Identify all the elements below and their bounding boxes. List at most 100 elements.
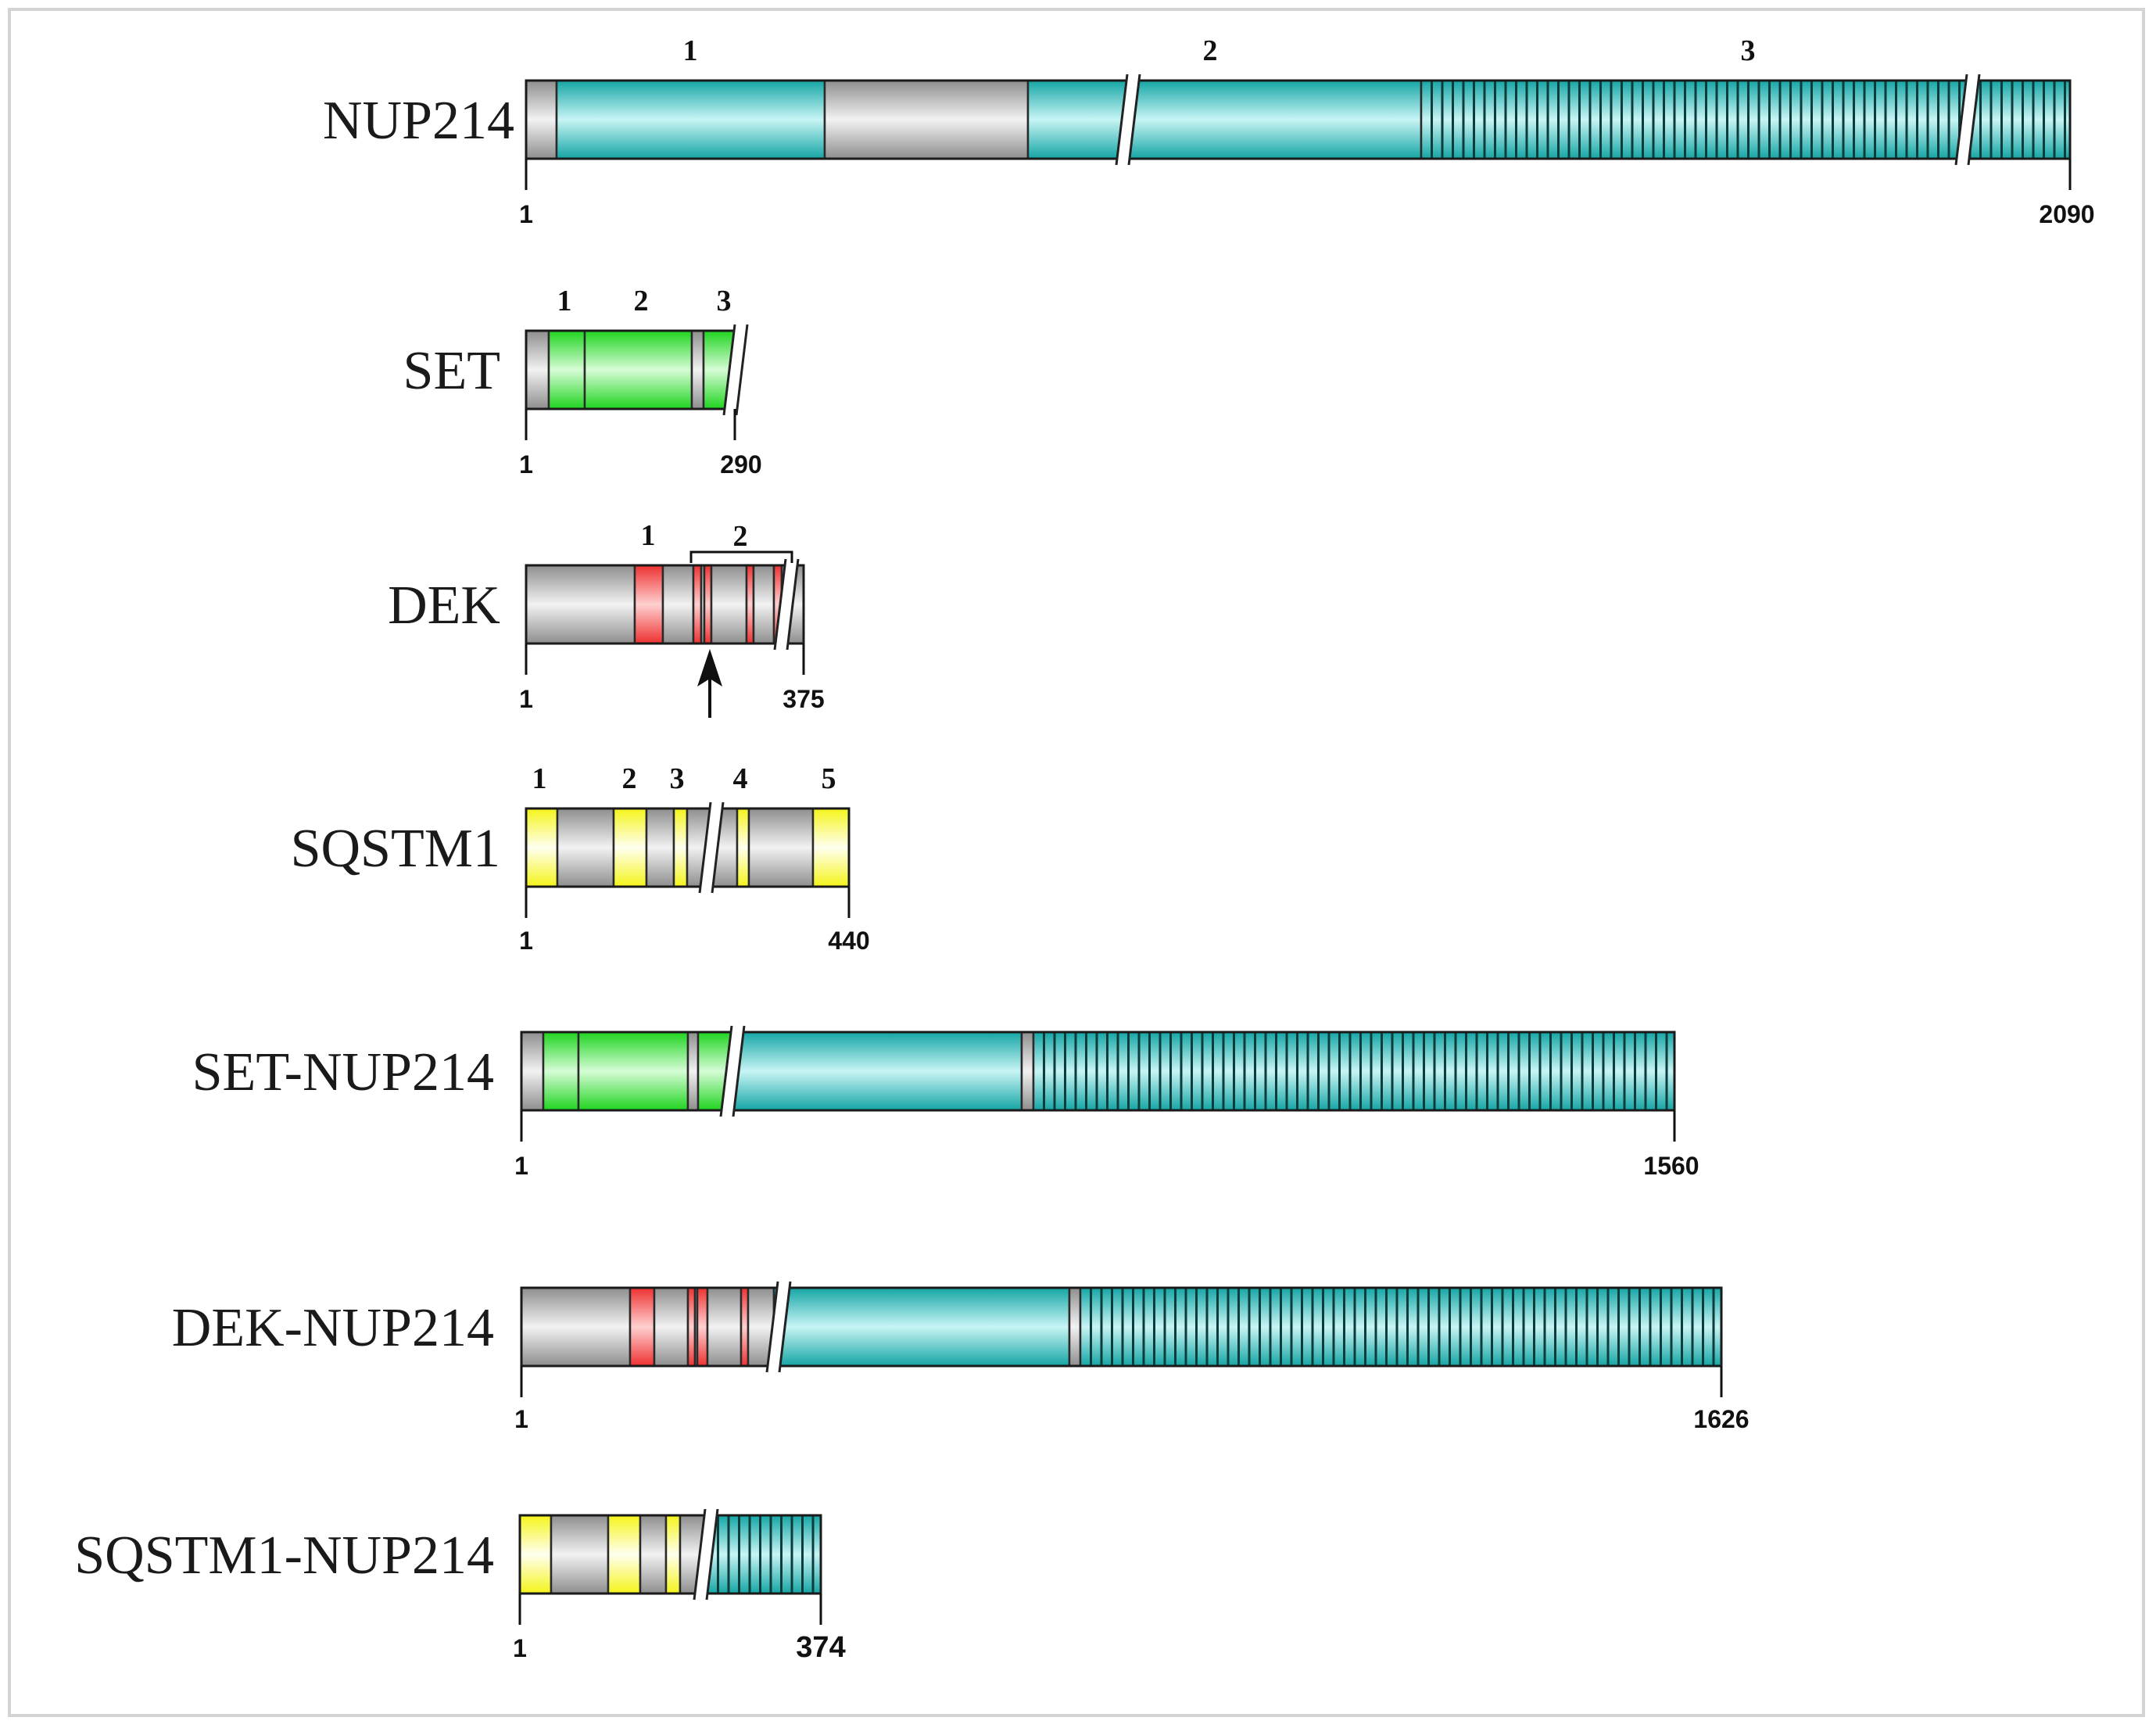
- domain-segment-gray: [747, 807, 815, 888]
- domain-number: 1: [641, 519, 656, 552]
- start-position-label: 1: [519, 685, 533, 713]
- domain-number: 3: [717, 285, 732, 317]
- protein-name: DEK-NUP214: [172, 1298, 494, 1358]
- domain-number: 2: [733, 520, 748, 553]
- domain-number: 5: [822, 762, 836, 795]
- end-position-label: 290: [720, 450, 761, 479]
- protein-bar-outline: [525, 807, 851, 888]
- domain-number: 4: [733, 762, 748, 795]
- protein-name: SET: [403, 341, 500, 401]
- protein-name: NUP214: [323, 91, 514, 151]
- protein-name: DEK: [388, 575, 500, 636]
- domain-segment-gray: [525, 79, 558, 160]
- domain-segment-teal: [772, 1286, 1071, 1368]
- end-position-label: 375: [783, 685, 824, 713]
- protein-bar-outline: [520, 1031, 1676, 1112]
- domain-number: 1: [683, 34, 698, 67]
- domain-segment-red: [633, 564, 664, 645]
- protein-bar-outline: [525, 79, 2072, 160]
- end-position-label: 1560: [1643, 1152, 1699, 1180]
- break-line: [735, 324, 749, 416]
- break-line: [719, 1025, 733, 1117]
- domain-segment-gray: [823, 79, 1030, 160]
- break-line: [1115, 73, 1129, 166]
- domain-segment-red: [629, 1286, 656, 1368]
- domain-segment-gray: [706, 1286, 743, 1368]
- protein-bar-outline: [520, 1286, 1723, 1368]
- domain-number: 1: [557, 285, 572, 317]
- break-line: [786, 558, 800, 651]
- sequence-break-mark: [1116, 74, 1140, 165]
- domain-segment-red: [703, 564, 713, 645]
- domain-segment-red: [686, 1286, 697, 1368]
- domain-segment-green: [547, 329, 586, 410]
- domain-segment-teal: [555, 79, 826, 160]
- domain-segment-gray: [645, 807, 675, 888]
- break-line: [732, 1025, 746, 1117]
- start-position-label: 1: [519, 200, 533, 228]
- protein-dek: DEK 1 2 1 375: [388, 519, 825, 718]
- protein-name: SQSTM1-NUP214: [74, 1525, 494, 1586]
- domain-number: 3: [1741, 34, 1756, 67]
- break-line: [711, 801, 725, 894]
- domain-segment-green: [542, 1031, 580, 1112]
- domain-segment-yellow: [607, 1514, 642, 1595]
- domain-segment-yellow: [811, 807, 851, 888]
- protein-bar-outline: [525, 564, 805, 645]
- break-line: [705, 1508, 719, 1601]
- domain-segment-yellow: [672, 807, 689, 888]
- domain-segment-gray: [525, 329, 550, 410]
- break-line: [1127, 73, 1141, 166]
- domain-segment-gray: [520, 1031, 545, 1112]
- domain-segment-teal-striped: [1032, 1031, 1676, 1112]
- sequence-break-mark: [767, 1282, 790, 1372]
- domain-number: 2: [634, 285, 649, 317]
- break-line: [698, 801, 712, 894]
- domain-number: 1: [532, 762, 547, 795]
- break-line: [778, 1281, 792, 1373]
- domain-segment-green: [577, 1031, 689, 1112]
- sequence-break-mark: [1956, 74, 1979, 165]
- domain-bracket: [689, 550, 793, 563]
- domain-segment-red: [696, 1286, 709, 1368]
- domain-segment-teal: [729, 1031, 1023, 1112]
- domain-segment-gray: [639, 1514, 668, 1595]
- start-position-label: 1: [514, 1152, 528, 1180]
- start-position-label: 1: [519, 927, 533, 955]
- domain-segment-red: [740, 1286, 750, 1368]
- domain-segment-gray: [690, 329, 705, 410]
- domain-segment-gray: [525, 564, 636, 645]
- domain-segment-gray: [752, 564, 775, 645]
- end-position-label: 2090: [2039, 200, 2094, 228]
- sequence-break-mark: [694, 1509, 718, 1600]
- domain-segment-teal-striped: [1079, 1286, 1723, 1368]
- domain-segment-gray: [661, 564, 695, 645]
- domain-number: 2: [1203, 34, 1218, 67]
- sequence-break-mark: [721, 1026, 744, 1117]
- end-position-label: 1626: [1693, 1405, 1749, 1433]
- sequence-break-mark: [775, 559, 798, 650]
- domain-segment-yellow: [736, 807, 750, 888]
- figure-frame: [8, 8, 2145, 1717]
- domain-segment-gray: [710, 564, 748, 645]
- sequence-break-mark: [700, 802, 723, 893]
- break-line: [773, 558, 787, 651]
- domain-segment-gray: [520, 1286, 632, 1368]
- domain-segment-gray: [653, 1286, 689, 1368]
- domain-segment-red: [692, 564, 703, 645]
- domain-segment-gray: [686, 1031, 700, 1112]
- break-line: [1967, 73, 1981, 166]
- domain-number: 2: [622, 762, 637, 795]
- domain-segment-gray: [1068, 1286, 1082, 1368]
- domain-segment-gray: [550, 1514, 610, 1595]
- domain-segment-yellow: [664, 1514, 682, 1595]
- domain-segment-green: [583, 329, 693, 410]
- domain-segment-yellow: [518, 1514, 553, 1595]
- domain-segment-gray: [556, 807, 615, 888]
- domain-segment-red: [745, 564, 755, 645]
